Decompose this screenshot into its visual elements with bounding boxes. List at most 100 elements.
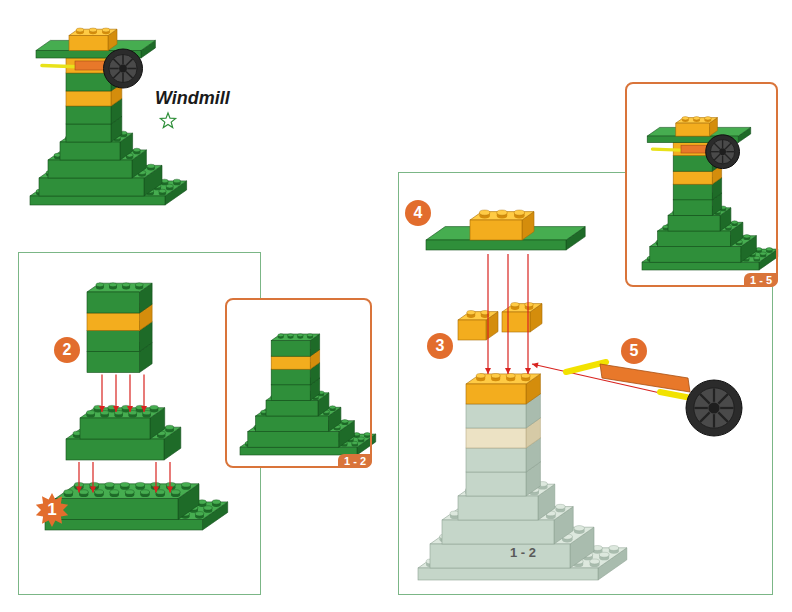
assembly-arrow — [76, 462, 82, 493]
model-title: Windmill — [155, 88, 230, 109]
brick-top — [87, 283, 152, 292]
brick-front — [66, 91, 111, 106]
stud-top — [341, 420, 348, 423]
brick-front — [466, 404, 526, 428]
spoke — [127, 68, 136, 70]
stud-top — [731, 221, 737, 224]
result-inset: 1 - 2 — [225, 298, 372, 468]
stud-top — [754, 256, 760, 259]
wheel — [104, 49, 143, 88]
brick-front — [266, 400, 318, 416]
arrow-line — [487, 254, 488, 374]
stud-top — [743, 235, 750, 238]
brick-front — [48, 160, 132, 178]
spoke — [126, 72, 133, 79]
stud-top — [89, 28, 97, 32]
hub — [119, 65, 127, 73]
arrow-head — [113, 406, 119, 412]
brick-front — [668, 215, 720, 231]
stud-top — [358, 437, 364, 440]
stud-top — [704, 117, 711, 120]
callout-number: 2 — [54, 337, 80, 363]
brick-top — [458, 312, 498, 320]
brick-front — [676, 123, 710, 136]
brick-front — [466, 384, 526, 404]
stud-top — [599, 552, 609, 557]
brick-front — [458, 496, 538, 520]
spoke — [713, 388, 715, 401]
spoke — [109, 68, 118, 70]
brick-front — [650, 247, 741, 263]
spoke — [726, 151, 734, 152]
brick-front — [87, 292, 140, 313]
stud-top — [760, 252, 766, 255]
brick-front — [673, 184, 712, 200]
callout-number: 1 — [39, 497, 65, 523]
brick-front — [430, 544, 570, 568]
wheel — [706, 135, 740, 169]
stud-top — [173, 179, 180, 183]
stud-top — [288, 334, 294, 337]
stud-top — [140, 490, 149, 495]
spoke — [700, 394, 710, 404]
arrow-head — [505, 368, 511, 374]
spoke — [122, 55, 124, 64]
inset-background — [625, 82, 778, 287]
brick-front — [45, 520, 203, 531]
brick-front — [56, 499, 179, 520]
stud-top — [467, 311, 475, 315]
stud-top — [147, 164, 155, 168]
stud-top — [159, 189, 166, 193]
stud-top — [766, 248, 772, 251]
stud-top — [90, 482, 99, 487]
difficulty-star — [160, 113, 175, 128]
step-3-5-exploded — [418, 210, 627, 580]
callout-number: 5 — [621, 338, 647, 364]
spoke — [113, 59, 120, 66]
brick-front — [673, 200, 712, 216]
brick-front — [248, 432, 339, 448]
finished-windmill — [30, 28, 187, 205]
stud-top — [514, 210, 524, 215]
brick-top — [676, 118, 718, 124]
arrow-head — [141, 406, 147, 412]
stud-top — [590, 559, 600, 564]
stud-top — [307, 334, 313, 337]
stud-top — [105, 482, 114, 487]
brick-front — [60, 142, 120, 160]
pin — [566, 362, 606, 372]
hub — [708, 402, 719, 413]
arrow-head — [532, 362, 539, 368]
stud-top — [479, 210, 489, 215]
step-range-tag: 1 - 2 — [338, 454, 372, 468]
spoke — [718, 394, 728, 404]
callout-number: 4 — [405, 200, 431, 226]
stud-top — [156, 490, 165, 495]
rim — [109, 54, 137, 82]
spoke — [718, 412, 728, 422]
brick-front — [87, 313, 140, 331]
stud-top — [125, 490, 134, 495]
brick-front — [66, 106, 111, 124]
brick-front — [470, 220, 522, 240]
rim — [694, 388, 734, 428]
arrow-head — [76, 487, 82, 493]
assembly-arrow — [485, 254, 491, 374]
stud-top — [110, 490, 119, 495]
step-1-2-exploded — [45, 283, 228, 530]
spoke — [725, 154, 731, 160]
stud-top — [166, 184, 173, 188]
assembly-arrow — [90, 462, 96, 493]
spoke — [126, 59, 133, 66]
stud-top — [182, 482, 191, 487]
brick-front — [66, 124, 111, 142]
result-inset: 1 - 5 — [625, 82, 778, 287]
arrow-head — [99, 406, 105, 412]
spoke — [711, 151, 719, 152]
brick-front — [418, 568, 598, 580]
stud-top — [195, 512, 204, 516]
stud-top — [76, 28, 84, 32]
brick-front — [442, 520, 554, 544]
assembly-arrow — [153, 462, 159, 493]
stud-top — [165, 425, 173, 429]
